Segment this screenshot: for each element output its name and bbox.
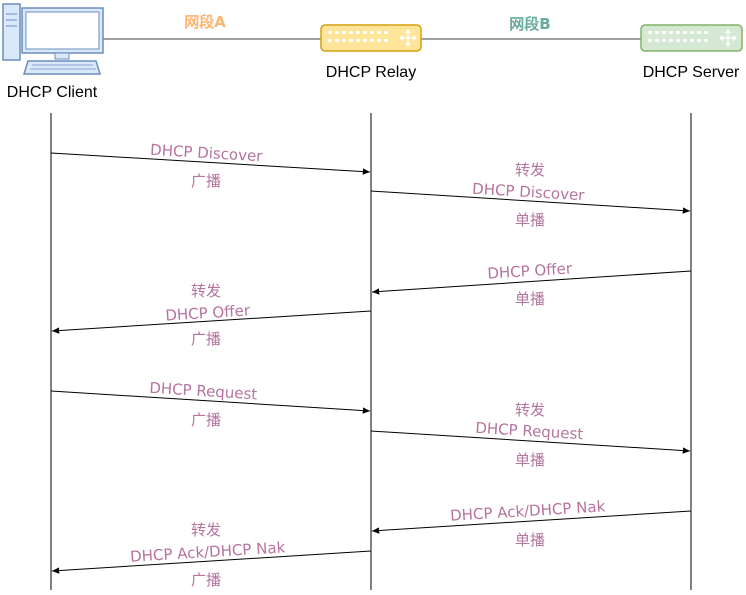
forward-discover-prefix: 转发 [515,161,545,179]
client-label: DHCP Client [7,84,98,101]
discover-label: DHCP Discover [150,141,264,166]
forward-ack-arrow [51,550,372,574]
forward-discover-label: DHCP Discover [472,180,586,205]
offer-label: DHCP Offer [487,259,573,282]
forward-offer-arrow [51,310,372,334]
ack-label: DHCP Ack/DHCP Nak [450,497,606,524]
ack-arrow [371,510,692,534]
forward-discover-mode: 单播 [515,211,545,229]
switch-icon [640,24,743,52]
forward-offer-label: DHCP Offer [165,301,251,324]
forward-request-prefix: 转发 [515,401,545,419]
server-label: DHCP Server [643,64,740,81]
forward-ack-prefix: 转发 [191,521,221,539]
discover-arrow [50,152,371,175]
forward-offer-mode: 广播 [191,330,221,348]
segment-b-label: 网段B [509,15,550,33]
ack-mode: 单播 [515,531,545,549]
relay-label: DHCP Relay [326,64,416,81]
forward-request-mode: 单播 [515,451,545,469]
forward-offer-prefix: 转发 [191,282,221,300]
switch-icon [320,24,422,52]
forward-ack-mode: 广播 [191,571,221,589]
forward-request-label: DHCP Request [475,419,584,443]
computer-icon [2,3,104,75]
segment-a-label: 网段A [184,13,226,31]
request-label: DHCP Request [149,379,258,404]
forward-discover-arrow [370,190,691,214]
offer-arrow [371,270,692,295]
discover-mode: 广播 [191,172,221,190]
forward-request-arrow [370,430,691,454]
offer-mode: 单播 [515,290,545,308]
request-arrow [50,390,371,414]
request-mode: 广播 [191,411,221,429]
